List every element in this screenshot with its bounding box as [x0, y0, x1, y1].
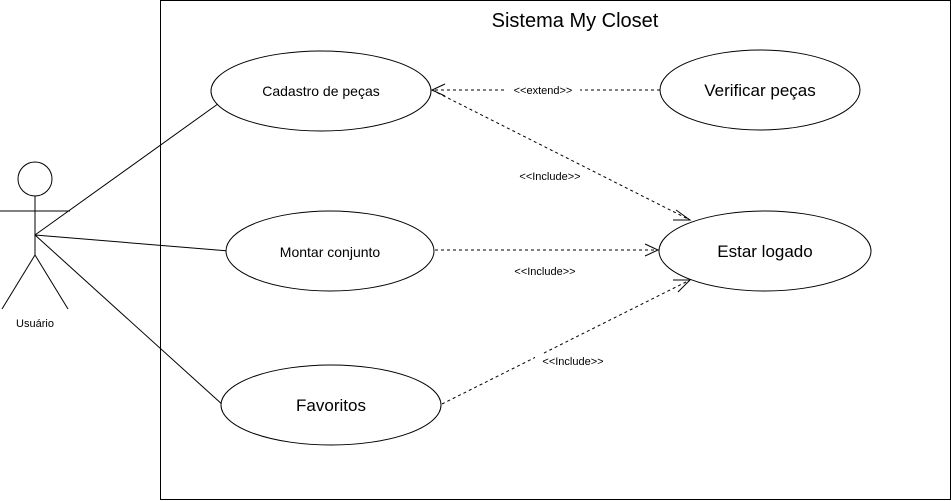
include-label-favoritos: <<Include>> — [542, 356, 603, 368]
include-label-montar: <<Include>> — [514, 266, 575, 278]
actor-usuario: Usuário — [0, 161, 70, 330]
relation-include-montar: <<Include>> — [435, 243, 660, 278]
extend-label: <<extend>> — [514, 85, 573, 97]
use-case-label: Estar logado — [717, 242, 812, 261]
use-case-label: Favoritos — [296, 396, 366, 415]
use-case-cadastro-de-pecas: Cadastro de peças — [210, 50, 432, 132]
use-case-label: Montar conjunto — [280, 244, 381, 260]
actor-label: Usuário — [16, 318, 54, 330]
use-case-favoritos: Favoritos — [220, 364, 442, 446]
actor-head — [17, 161, 53, 197]
use-case-verificar-pecas: Verificar peças — [659, 49, 861, 131]
use-case-montar-conjunto: Montar conjunto — [225, 210, 435, 292]
use-case-label: Cadastro de peças — [262, 83, 380, 99]
association-montar — [34, 234, 230, 252]
relation-include-cadastro: <<Include>> — [431, 89, 692, 221]
relation-extend: <<extend>> — [430, 83, 660, 97]
use-case-label: Verificar peças — [704, 81, 816, 100]
association-favoritos — [34, 234, 225, 407]
actor-right-leg — [34, 254, 69, 310]
relation-include-favoritos: <<Include>> — [441, 279, 692, 405]
system-title: Sistema My Closet — [492, 10, 659, 32]
association-cadastro — [34, 100, 223, 236]
include-label-cadastro: <<Include>> — [519, 171, 580, 183]
actor-left-leg — [1, 254, 36, 310]
use-case-estar-logado: Estar logado — [658, 210, 872, 292]
